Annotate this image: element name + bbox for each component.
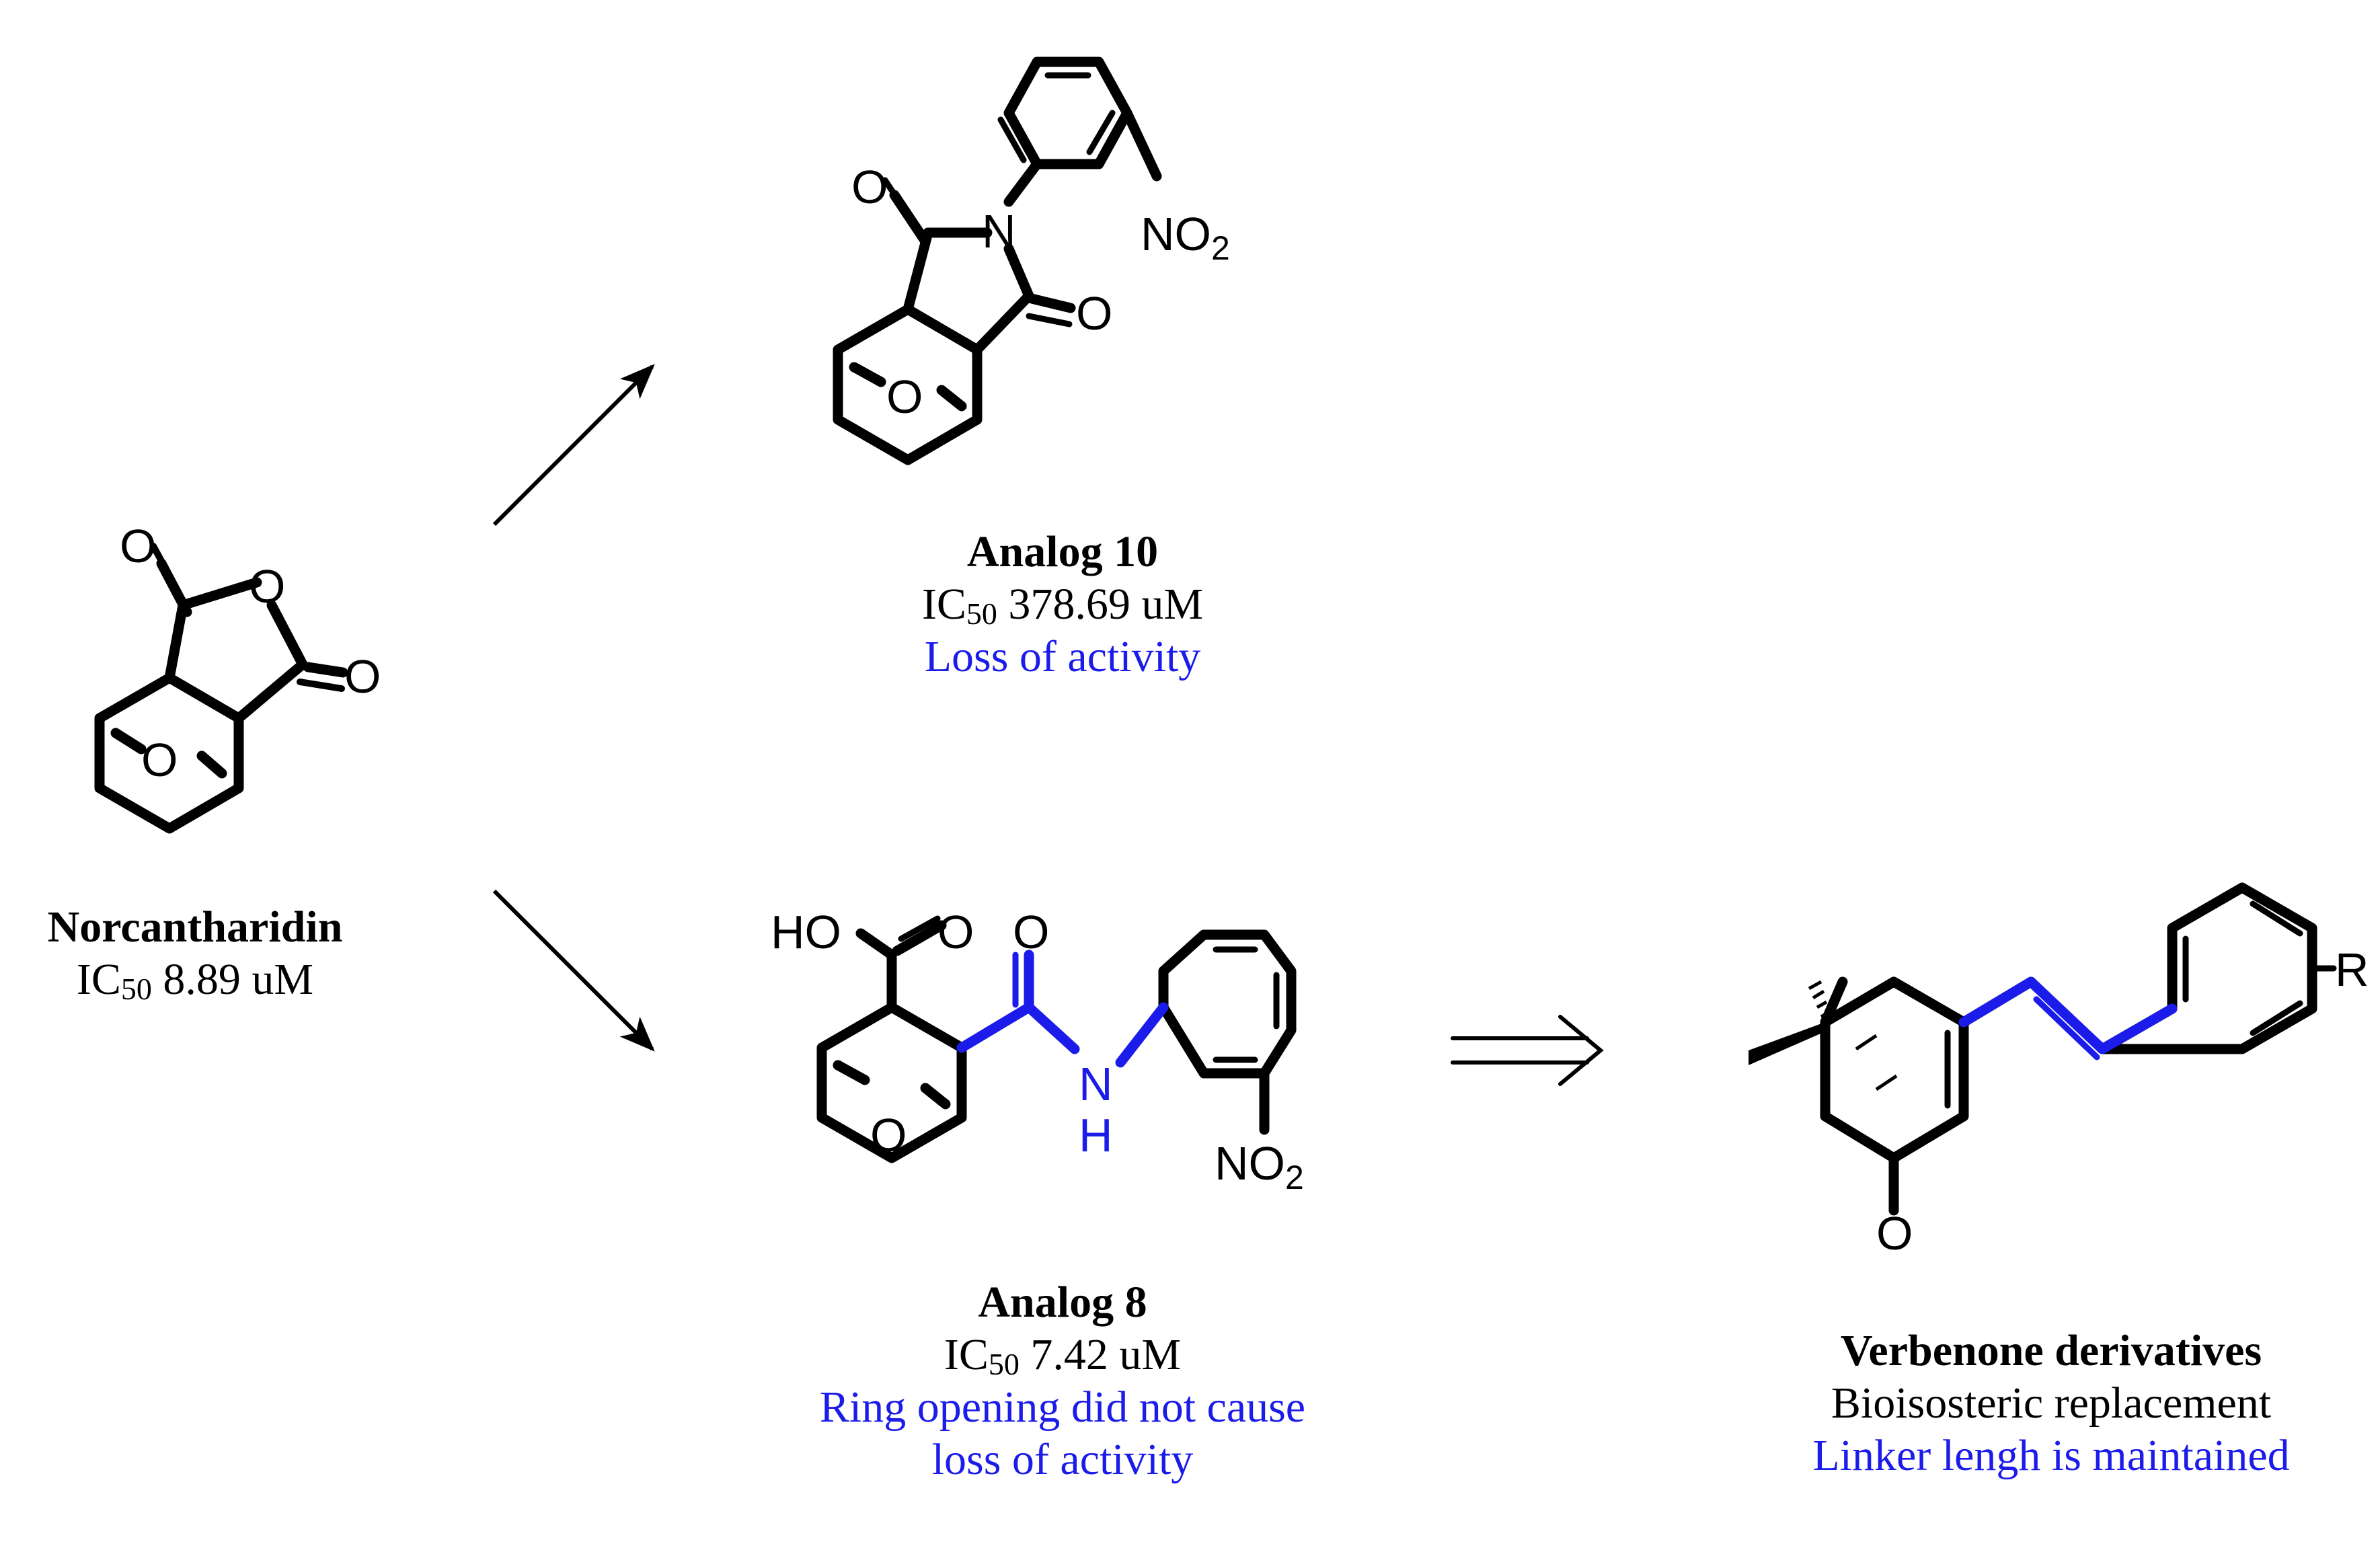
verbenone-caption: Verbenone derivatives Bioisosteric repla… (1735, 1325, 2367, 1482)
norcantharidin-structure (94, 558, 348, 834)
arrow-to-analog8 (492, 889, 655, 1052)
analog10-carbonyl-o2: O (1076, 287, 1112, 340)
norcantharidin-name: Norcantharidin (47, 902, 343, 952)
analog10-note: Loss of activity (924, 631, 1201, 681)
analog10-nitro: NO2 (1141, 208, 1230, 267)
retrosynthetic-arrow (1451, 1015, 1604, 1086)
analog8-amide-o: O (1013, 906, 1049, 958)
analog8-note-line1: Ring opening did not cause (819, 1382, 1306, 1432)
analog8-amide-linker (956, 950, 1169, 1068)
norcantharidin-carbonyl-o1: O (120, 520, 156, 572)
verbenone-name: Verbenone derivatives (1840, 1326, 2262, 1375)
analog8-amide-n: N (1079, 1058, 1113, 1110)
verbenone-carbonyl-o: O (1876, 1207, 1913, 1260)
analog8-acid-o: O (937, 906, 974, 958)
verbenone-line1: Bioisosteric replacement (1831, 1378, 2272, 1428)
analog10-imide-n: N (982, 205, 1016, 258)
arrow-to-analog10 (492, 364, 655, 527)
norcantharidin-caption: Norcantharidin IC50 8.89 uM (0, 901, 390, 1006)
analog8-bridge-o: O (870, 1109, 907, 1161)
norcantharidin-carbonyl-o2: O (344, 650, 381, 703)
analog8-caption: Analog 8 IC50 7.42 uM Ring opening did n… (760, 1276, 1365, 1486)
analog8-ic50: IC50 7.42 uM (944, 1329, 1182, 1381)
verbenone-vinyl-linker (1958, 976, 2178, 1054)
norcantharidin-bridge-o: O (141, 734, 178, 786)
analog10-name: Analog 10 (966, 527, 1159, 576)
norcantharidin-ic50: IC50 8.89 uM (76, 954, 314, 1006)
analog10-carbonyl-o1: O (851, 161, 888, 213)
analog10-caption: Analog 10 IC50 378.69 uM Loss of activit… (827, 526, 1298, 683)
analog8-name: Analog 8 (978, 1278, 1147, 1327)
analog8-nitro: NO2 (1215, 1137, 1304, 1196)
analog8-hydroxyl: HO (771, 906, 841, 958)
analog10-ic50: IC50 378.69 uM (921, 579, 1204, 631)
norcantharidin-ring-o: O (249, 560, 285, 613)
verbenone-structure (1820, 882, 2317, 1216)
analog8-note-line2: loss of activity (931, 1434, 1194, 1484)
verbenone-note: Linker lengh is maintained (1812, 1430, 2290, 1480)
verbenone-wedge-bond (1749, 1022, 1825, 1065)
verbenone-substituent-r: R (2335, 943, 2369, 996)
analog8-amide-h: H (1079, 1109, 1113, 1161)
analog10-bridge-o: O (886, 371, 923, 423)
